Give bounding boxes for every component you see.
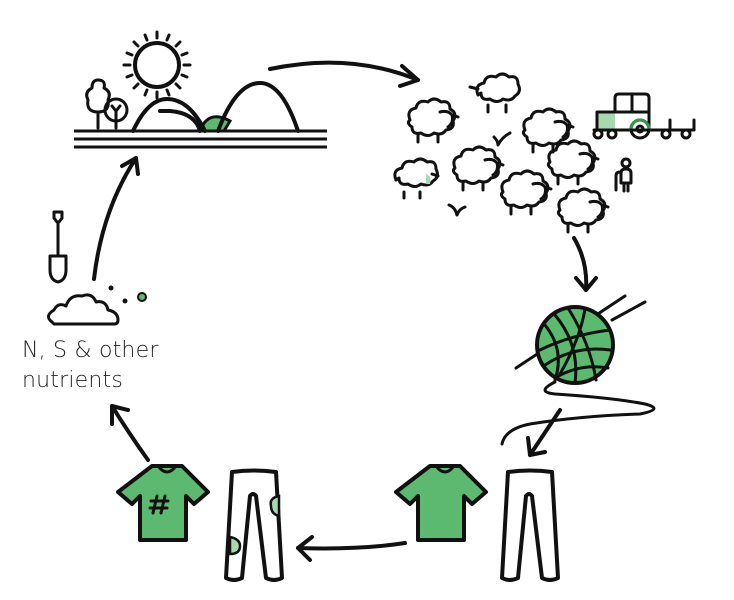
arrow-to-worn-clothes [296,535,407,562]
ground-lines [74,129,327,149]
sheep-icon-green [468,72,521,114]
sheep-icon [546,139,600,186]
bird-icon [492,131,512,147]
arrow-to-yarn [572,236,598,292]
hole-icon [148,494,170,515]
nutrients-label-line1: N, S & other [22,338,159,363]
worn-tshirt-icon [116,464,210,542]
sheep-icon [451,145,505,192]
arrow-to-landscape [92,156,140,281]
sheep-icon-green [393,157,440,200]
yarn-ball-icon [500,294,656,446]
arrow-to-sheep [268,60,420,88]
sheep-icon [406,97,460,144]
green-hill [158,109,202,133]
sun-icon [122,30,192,100]
arrow-to-clothes [526,408,562,457]
farmer-icon [614,157,633,193]
sheep-icon [521,107,575,154]
tractor-icon [592,92,696,140]
new-tshirt-icon [394,464,488,542]
new-trousers-icon [500,468,560,582]
tree-icon [85,78,129,130]
soil-icon [47,285,147,326]
worn-trousers-icon [224,468,284,582]
landscape-icon [74,30,327,149]
nutrients-label-line2: nutrients [22,368,124,393]
shovel-icon [48,210,68,284]
sheep-flock-icon [393,72,610,234]
sheep-icon [556,187,610,234]
nutrients-label: N, S & other nutrients [22,336,159,396]
hill-left [131,97,207,133]
hill-right [216,81,300,133]
sheep-icon [499,169,553,216]
bird-icon [447,203,467,217]
arrow-to-nutrients [110,404,150,462]
